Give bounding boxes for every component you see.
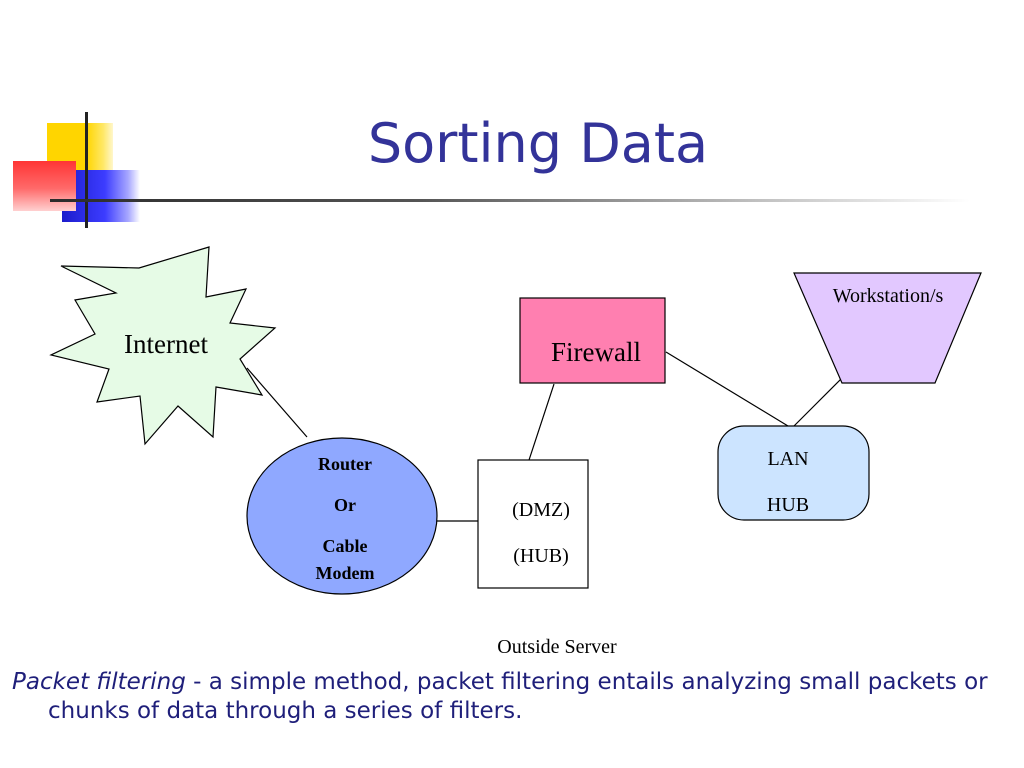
link-lan-workstation [793,373,847,427]
dmz-hub-label-line2: (HUB) [513,545,569,567]
internet-label: Internet [124,329,208,359]
workstation-label: Workstation/s [833,285,944,307]
outside-server-label: Outside Server [497,636,617,658]
link-firewall-lan [665,351,789,427]
caption-paragraph: Packet filtering - a simple method, pack… [12,668,998,726]
link-internet-router [246,367,308,438]
workstation-shape [793,272,982,384]
router-label-line3: Cable [323,536,368,556]
page-title: Sorting Data [367,112,709,175]
router-label-line1: Router [318,454,372,474]
router-label-line4: Modem [316,563,375,583]
router-node [246,437,438,595]
firewall-box [519,297,666,384]
decor-red-square [13,161,76,211]
internet-cloud [49,246,277,446]
lan-hub-label-line2: HUB [767,494,809,516]
caption-text: - a simple method, packet filtering enta… [48,669,988,724]
lan-hub-label-line1: LAN [767,448,808,470]
caption-term: Packet filtering [12,669,186,695]
title-underline [50,199,970,202]
link-dmz-firewall [528,383,555,461]
dmz-hub-label-line1: (DMZ) [512,499,570,521]
router-label-line2: Or [334,495,356,515]
dmz-hub-box [477,459,589,589]
lan-hub-box [717,425,870,521]
decor-vertical-line [85,112,88,228]
firewall-label: Firewall [551,337,641,367]
